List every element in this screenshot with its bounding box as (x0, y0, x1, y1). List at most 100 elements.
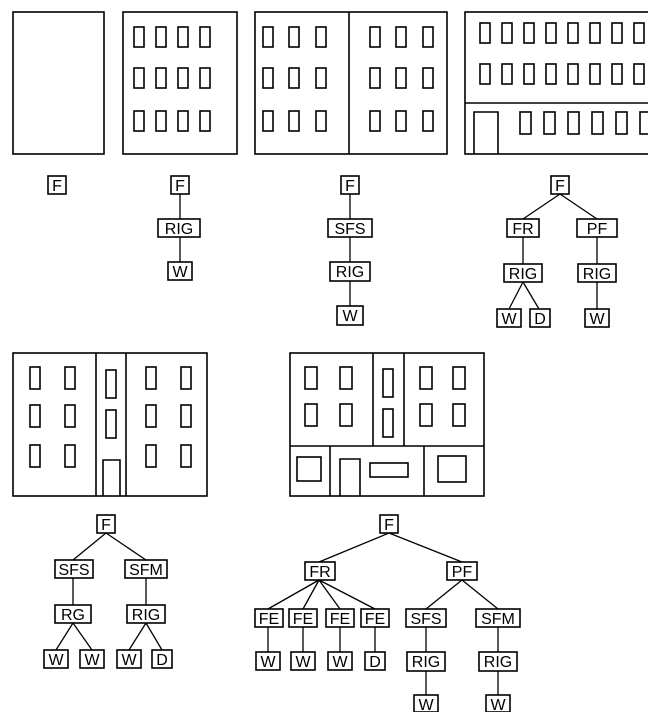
facade-4 (464, 11, 648, 155)
tree-node: W (327, 651, 353, 671)
facade-6 (289, 352, 485, 497)
tree-node: RG (54, 604, 92, 624)
facade-5-door (102, 459, 121, 496)
tree-node: F (96, 514, 116, 534)
node-label: SFM (129, 562, 163, 579)
node-label: F (52, 178, 62, 195)
tree-node: SFS (327, 218, 373, 238)
facade-2 (122, 11, 238, 155)
tree-node: SFM (124, 559, 168, 579)
tree-node: PF (576, 218, 618, 238)
tree-node: FE (325, 608, 355, 628)
tree-1: F (47, 175, 67, 195)
node-label: D (369, 654, 381, 671)
tree-node: F (550, 175, 570, 195)
node-label: W (172, 264, 188, 281)
node-label: RIG (165, 221, 193, 238)
node-label: W (48, 652, 64, 669)
node-label: PF (587, 221, 608, 238)
node-label: W (418, 697, 434, 712)
facade-2-windows (133, 26, 211, 132)
node-label: F (555, 178, 565, 195)
tree-node: RIG (157, 218, 201, 238)
node-label: W (589, 311, 605, 328)
node-label: FE (330, 611, 350, 628)
node-label: W (295, 654, 311, 671)
tree-node: FE (254, 608, 284, 628)
node-label: W (490, 697, 506, 712)
node-label: RIG (509, 266, 537, 283)
facade-3 (254, 11, 448, 155)
tree-3: F SFS RIG W (327, 175, 373, 326)
node-label: F (384, 517, 394, 534)
tree-node: F (340, 175, 360, 195)
node-label: W (501, 311, 517, 328)
tree-node: D (151, 649, 173, 669)
node-label: D (534, 311, 546, 328)
tree-node: W (167, 261, 193, 281)
facade-4-windows (479, 22, 648, 135)
facade-3-windows (262, 26, 434, 132)
node-label: PF (452, 564, 473, 581)
node-label: SFS (334, 221, 365, 238)
tree-node: D (364, 651, 386, 671)
tree-node: F (379, 514, 399, 534)
tree-node: PF (446, 561, 478, 581)
tree-node: RIG (503, 263, 543, 283)
node-label: W (84, 652, 100, 669)
tree-node: W (496, 308, 522, 328)
tree-node: W (79, 649, 105, 669)
tree-node: F (47, 175, 67, 195)
node-label: F (345, 178, 355, 195)
tree-node: FE (288, 608, 318, 628)
node-label: FR (512, 221, 533, 238)
node-label: W (121, 652, 137, 669)
tree-node: SFS (405, 608, 447, 628)
facade-6-windows (296, 366, 467, 483)
tree-node: FR (304, 561, 336, 581)
tree-connectors (55, 193, 598, 695)
tree-node: W (43, 649, 69, 669)
node-label: F (101, 517, 111, 534)
tree-node: FE (360, 608, 390, 628)
node-label: RG (61, 607, 85, 624)
tree-node: W (413, 694, 439, 712)
tree-node: W (584, 308, 610, 328)
node-label: RIG (412, 654, 440, 671)
tree-node: RIG (577, 263, 617, 283)
node-label: RIG (336, 264, 364, 281)
facade-5-windows (29, 366, 192, 468)
tree-node: SFS (54, 559, 94, 579)
tree-4: F FR RIG W D PF RIG W (496, 175, 618, 328)
tree-node: W (485, 694, 511, 712)
node-label: FE (365, 611, 385, 628)
tree-node: FR (506, 218, 540, 238)
tree-node: W (255, 651, 281, 671)
node-label: W (332, 654, 348, 671)
tree-node: RIG (329, 261, 371, 282)
tree-node: W (336, 305, 364, 326)
node-label: SFS (410, 611, 441, 628)
facade-5 (12, 352, 208, 497)
tree-node: W (116, 649, 142, 669)
node-label: RIG (484, 654, 512, 671)
tree-6: F FR FE W FE W FE W FE D PF SFS RIG W SF… (254, 514, 521, 712)
node-label: RIG (583, 266, 611, 283)
tree-5: F SFS RG W W SFM RIG W D (43, 514, 173, 669)
tree-node: SFM (475, 608, 521, 628)
tree-node: D (529, 308, 551, 328)
tree-node: RIG (126, 604, 166, 624)
node-label: F (175, 178, 185, 195)
node-label: FE (259, 611, 279, 628)
tree-node: RIG (478, 651, 518, 672)
facade-4-door (473, 111, 499, 154)
node-label: SFS (58, 562, 89, 579)
node-label: SFM (481, 611, 515, 628)
node-label: RIG (132, 607, 160, 624)
facade-1 (12, 11, 105, 155)
tree-node: W (290, 651, 316, 671)
tree-2: F RIG W (157, 175, 201, 281)
node-label: W (342, 308, 358, 325)
tree-node: F (170, 175, 190, 195)
node-label: FR (309, 564, 330, 581)
